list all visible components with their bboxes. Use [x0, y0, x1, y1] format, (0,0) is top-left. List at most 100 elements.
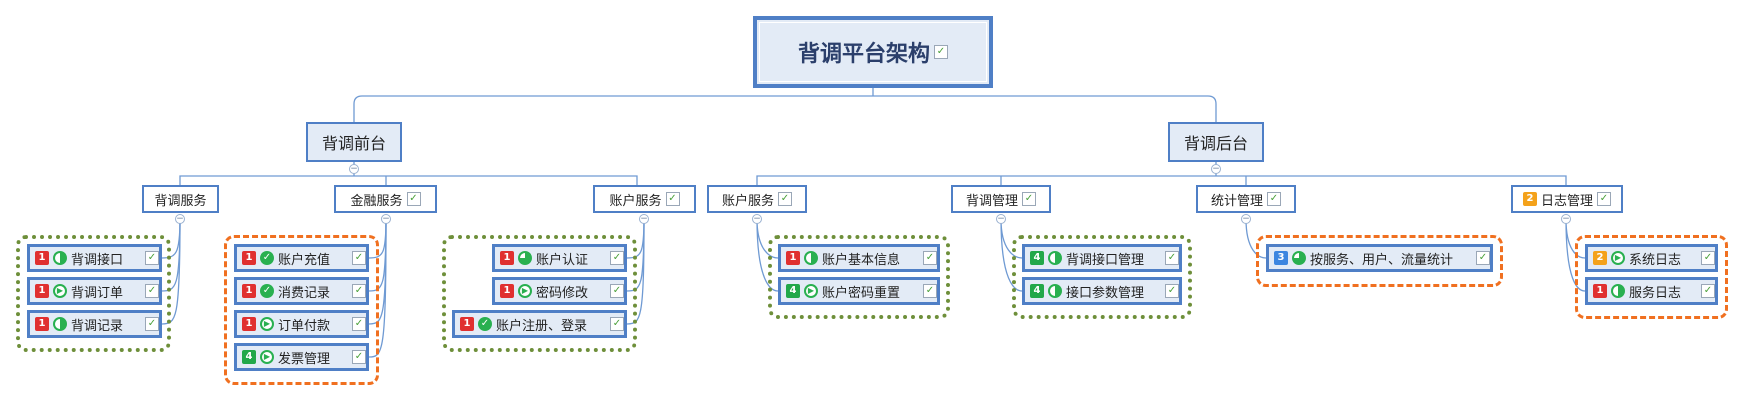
- collapse-minus-icon[interactable]: −: [752, 214, 762, 224]
- task-node[interactable]: 1 ▶ 订单付款 ✓: [234, 310, 369, 338]
- task-node[interactable]: 4 背调接口管理 ✓: [1022, 244, 1182, 272]
- task-node[interactable]: 1 ✓ 账户充值 ✓: [234, 244, 369, 272]
- task-node[interactable]: 1 账户基本信息 ✓: [778, 244, 940, 272]
- task-label: 接口参数管理: [1066, 285, 1145, 301]
- task-label: 背调记录: [71, 318, 124, 334]
- task-label: 密码修改: [536, 285, 589, 301]
- backend-connector: [756, 162, 1567, 185]
- task-label: 按服务、用户、流量统计: [1310, 252, 1454, 268]
- branch-backend-title: 背调后台: [1183, 134, 1248, 153]
- task-node[interactable]: 1 ▶ 密码修改 ✓: [492, 277, 627, 305]
- priority-badge: 1: [242, 251, 256, 265]
- task-node[interactable]: 1 背调记录 ✓: [27, 310, 162, 338]
- task-label: 系统日志: [1629, 252, 1682, 268]
- priority-badge: 1: [242, 317, 256, 331]
- collapse-minus-icon[interactable]: −: [1211, 164, 1221, 174]
- collapse-minus-icon[interactable]: −: [1561, 214, 1571, 224]
- boundary-statistics: [1256, 235, 1503, 287]
- task-check-icon: ✓: [1476, 251, 1490, 265]
- progress-start-icon: ▶: [260, 350, 274, 364]
- collapse-minus-icon[interactable]: −: [639, 214, 649, 224]
- progress-start-icon: ▶: [260, 317, 274, 331]
- collapse-minus-icon[interactable]: −: [349, 164, 359, 174]
- root-connector: [353, 88, 1217, 122]
- task-label: 发票管理: [278, 351, 331, 367]
- progress-start-icon: ▶: [518, 284, 532, 298]
- branch-backend[interactable]: 背调后台: [1168, 122, 1264, 162]
- priority-badge: 4: [242, 350, 256, 364]
- task-check-icon: ✓: [923, 251, 937, 265]
- group-title: 统计管理: [1210, 193, 1263, 209]
- priority-badge: 1: [242, 284, 256, 298]
- task-check-icon: ✓: [1701, 284, 1715, 298]
- root-node[interactable]: 背调平台架构 ✓: [753, 16, 993, 88]
- task-label: 消费记录: [278, 285, 331, 301]
- task-check-icon: ✓: [145, 284, 159, 298]
- log-manage-branch: [1565, 218, 1586, 292]
- progress-start-icon: ▶: [804, 284, 818, 298]
- progress-half-icon: [1048, 251, 1062, 265]
- group-title: 日志管理: [1540, 193, 1593, 209]
- boundary-beidiao-manage: [1012, 235, 1192, 319]
- group-log-manage[interactable]: 2 日志管理 ✓: [1511, 185, 1623, 213]
- task-check-icon: ✓: [665, 192, 680, 206]
- branch-frontend[interactable]: 背调前台: [306, 122, 402, 162]
- task-check-icon: ✓: [352, 317, 366, 331]
- group-title: 金融服务: [350, 193, 403, 209]
- task-check-icon: ✓: [610, 317, 624, 331]
- task-node[interactable]: 1 ✓ 消费记录 ✓: [234, 277, 369, 305]
- group-account-service-back[interactable]: 账户服务 ✓: [707, 185, 807, 213]
- task-check-icon: ✓: [352, 284, 366, 298]
- beidiao-manage-branch: [1000, 218, 1023, 292]
- task-check-icon: ✓: [934, 45, 948, 59]
- task-check-icon: ✓: [1022, 192, 1036, 206]
- task-node[interactable]: 4 ▶ 账户密码重置 ✓: [778, 277, 940, 305]
- task-check-icon: ✓: [406, 192, 421, 206]
- collapse-minus-icon[interactable]: −: [175, 214, 185, 224]
- task-check-icon: ✓: [610, 251, 624, 265]
- task-node[interactable]: 3 按服务、用户、流量统计 ✓: [1266, 244, 1493, 272]
- task-check-icon: ✓: [1701, 251, 1715, 265]
- statistics-branch: [1245, 218, 1267, 259]
- collapse-minus-icon[interactable]: −: [1241, 214, 1251, 224]
- task-label: 账户认证: [536, 252, 589, 268]
- task-label: 背调接口: [71, 252, 124, 268]
- task-node[interactable]: 1 ▶ 背调订单 ✓: [27, 277, 162, 305]
- collapse-minus-icon[interactable]: −: [381, 214, 391, 224]
- root-title: 背调平台架构: [797, 42, 930, 67]
- account-back-branch: [756, 218, 779, 292]
- task-node[interactable]: 4 ▶ 发票管理 ✓: [234, 343, 369, 371]
- priority-badge: 4: [1030, 284, 1044, 298]
- task-label: 账户基本信息: [822, 252, 901, 268]
- group-finance-service[interactable]: 金融服务 ✓: [334, 185, 437, 213]
- group-title: 背调服务: [154, 193, 207, 209]
- progress-half-icon: [53, 251, 67, 265]
- task-check-icon: ✓: [1165, 251, 1179, 265]
- group-account-service-front[interactable]: 账户服务 ✓: [593, 185, 696, 213]
- priority-badge: 1: [35, 251, 49, 265]
- task-node[interactable]: 2 ▶ 系统日志 ✓: [1585, 244, 1718, 272]
- progress-half-icon: [1611, 284, 1625, 298]
- task-label: 背调接口管理: [1066, 252, 1145, 268]
- frontend-connector: [179, 162, 638, 185]
- task-node[interactable]: 1 账户认证 ✓: [492, 244, 627, 272]
- progress-start-icon: ▶: [53, 284, 67, 298]
- beidiao-service-branch: [161, 218, 181, 325]
- task-node[interactable]: 1 背调接口 ✓: [27, 244, 162, 272]
- group-title: 账户服务: [721, 193, 774, 209]
- progress-half-icon: [804, 251, 818, 265]
- task-node[interactable]: 4 接口参数管理 ✓: [1022, 277, 1182, 305]
- task-node[interactable]: 1 服务日志 ✓: [1585, 277, 1718, 305]
- task-node[interactable]: 1 ✓ 账户注册、登录 ✓: [452, 310, 627, 338]
- group-beidiao-service[interactable]: 背调服务: [142, 185, 219, 213]
- priority-badge: 1: [500, 284, 514, 298]
- group-beidiao-manage[interactable]: 背调管理 ✓: [951, 185, 1051, 213]
- task-check-icon: ✓: [1267, 192, 1281, 206]
- boundary-account-service-front: [442, 235, 637, 352]
- priority-badge: 1: [460, 317, 474, 331]
- boundary-account-service-back: [768, 235, 950, 319]
- collapse-minus-icon[interactable]: −: [996, 214, 1006, 224]
- group-title: 账户服务: [609, 193, 662, 209]
- task-check-icon: ✓: [352, 350, 366, 364]
- group-statistics[interactable]: 统计管理 ✓: [1196, 185, 1296, 213]
